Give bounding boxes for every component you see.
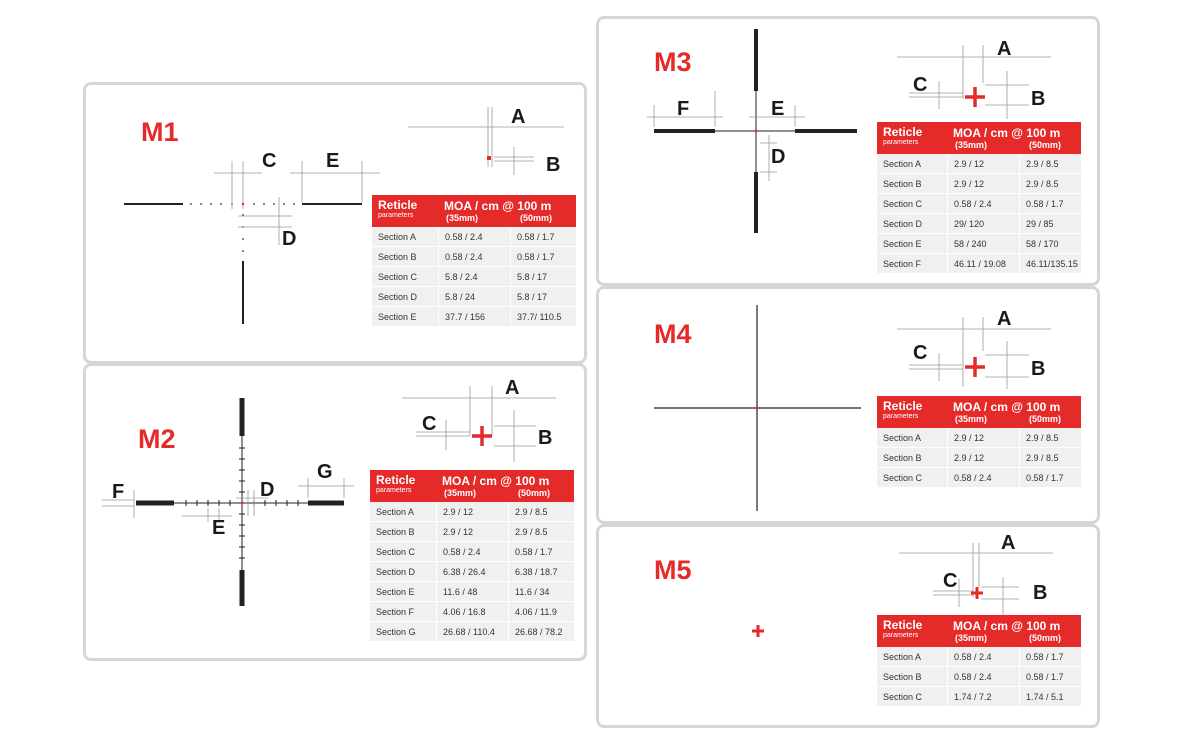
reticle-diagram-m2: F E D G C A B: [102, 377, 556, 606]
reticle-diagram-m1: C E D A B: [124, 106, 564, 324]
label-d: D: [260, 479, 274, 501]
label-b: B: [1031, 358, 1045, 380]
model-title-m4: M4: [654, 319, 692, 349]
label-b: B: [1031, 88, 1045, 110]
reticle-diagram-m5: C A B: [752, 532, 1053, 637]
reticle-diagram-m4: C A B: [654, 305, 1051, 511]
label-f: F: [677, 98, 689, 120]
label-b: B: [1033, 582, 1047, 604]
label-d: D: [282, 228, 296, 250]
label-c: C: [943, 570, 957, 592]
label-f: F: [112, 481, 124, 503]
model-title-m2: M2: [138, 424, 176, 454]
reticle-diagram-m3: F E D C A B: [647, 29, 1051, 233]
label-a: A: [997, 308, 1011, 330]
panel-m2: M2: [83, 363, 587, 661]
label-b: B: [538, 427, 552, 449]
label-c: C: [913, 74, 927, 96]
label-a: A: [1001, 532, 1015, 554]
label-d: D: [771, 146, 785, 168]
label-e: E: [771, 98, 784, 120]
label-c: C: [262, 150, 276, 172]
label-a: A: [997, 38, 1011, 60]
label-a: A: [511, 106, 525, 128]
label-e: E: [212, 517, 225, 539]
label-g: G: [317, 461, 333, 483]
model-title-m5: M5: [654, 555, 692, 585]
panel-m1: M1 C E D: [83, 82, 587, 364]
model-title-m1: M1: [141, 117, 179, 147]
label-e: E: [326, 150, 339, 172]
panel-m3: M3 F E D C: [596, 16, 1100, 286]
label-b: B: [546, 154, 560, 176]
model-title-m3: M3: [654, 47, 692, 77]
label-c: C: [913, 342, 927, 364]
label-a: A: [505, 377, 519, 399]
label-c: C: [422, 413, 436, 435]
